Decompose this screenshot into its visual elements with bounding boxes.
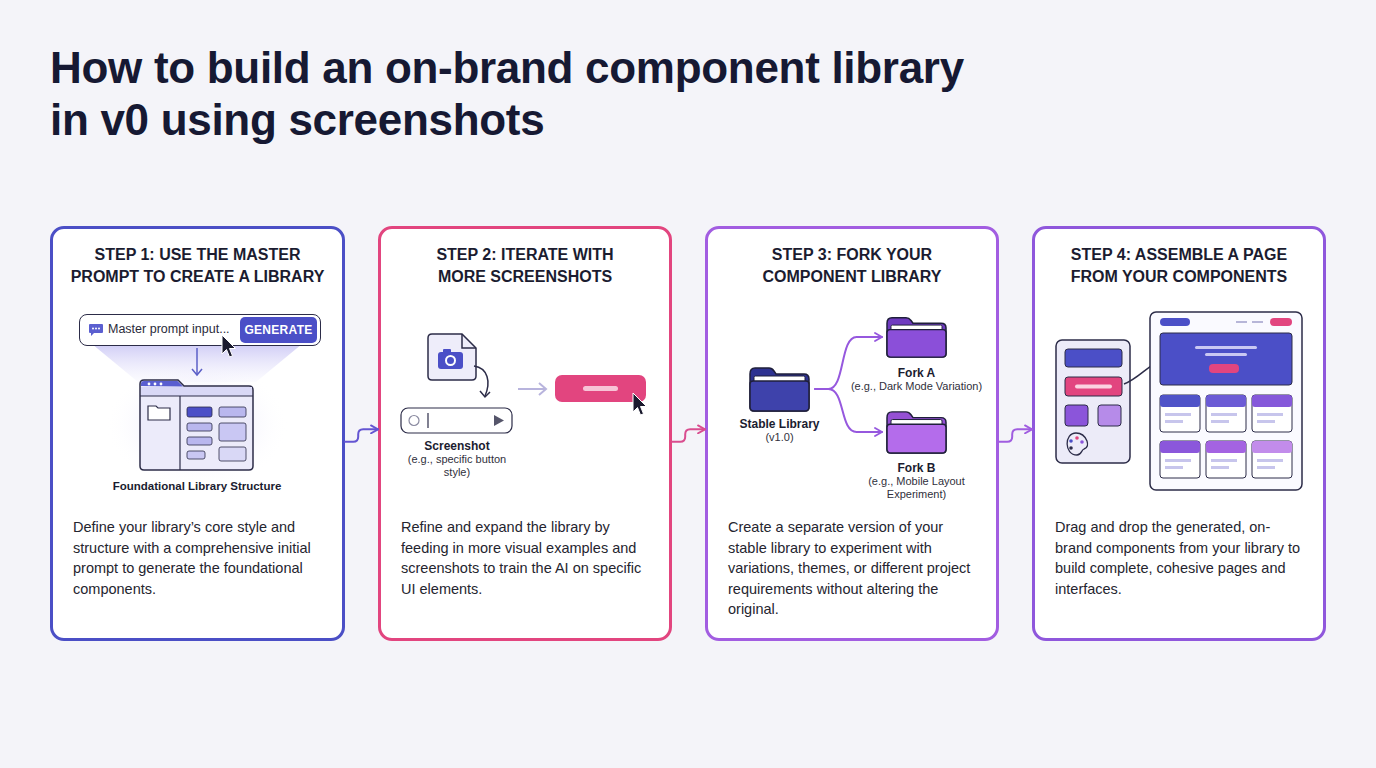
folder-icon [885, 409, 948, 455]
step-card: STEP 1: USE THE MASTER PROMPT TO CREATE … [50, 226, 345, 641]
generate-button: GENERATE [240, 317, 317, 343]
chat-dot [95, 327, 97, 329]
folder-name: Fork A [832, 366, 1002, 380]
folder-icon [885, 315, 948, 359]
folder-note: (e.g., Dark Mode Variation) [832, 380, 1002, 393]
diagram-title: How to build an on-brand component libra… [50, 42, 985, 146]
step-heading: STEP 4: ASSEMBLE A PAGE FROM YOUR COMPON… [1057, 244, 1302, 288]
step-description: Drag and drop the generated, on-brand co… [1055, 517, 1301, 599]
folder-back [887, 318, 946, 357]
chat-bubble [89, 324, 103, 336]
button-label: GENERATE [240, 317, 317, 343]
flow-connector [999, 429, 1032, 441]
folder-name: Stable Library [720, 417, 840, 431]
folder-caption: Stable Library(v1.0) [720, 417, 840, 444]
step-heading: STEP 2: ITERATE WITH MORE SCREENSHOTS [418, 244, 633, 288]
folder-node: Fork B(e.g., Mobile Layout Experiment) [885, 409, 948, 455]
folder-front [887, 424, 946, 453]
folder-note: (e.g., Mobile Layout Experiment) [852, 475, 982, 501]
step-card: STEP 4: ASSEMBLE A PAGE FROM YOUR COMPON… [1032, 226, 1326, 641]
caption-label: Screenshot [397, 439, 517, 453]
step-description: Refine and expand the library by feeding… [401, 517, 647, 599]
input-placeholder: Master prompt input... [108, 315, 230, 344]
folder-name: Fork B [852, 461, 982, 475]
flow-connector [345, 429, 378, 441]
chat-dot [92, 327, 94, 329]
chat-dot [98, 327, 100, 329]
caption-label: (e.g., specific button style) [402, 453, 512, 479]
folder-icon [748, 365, 811, 413]
step-card: STEP 2: ITERATE WITH MORE SCREENSHOTS Ref… [378, 226, 672, 641]
folder-back [750, 368, 809, 411]
folder-front [887, 330, 946, 358]
step-card: STEP 3: FORK YOUR COMPONENT LIBRARY Creat… [705, 226, 999, 641]
chat-icon [88, 323, 104, 337]
folder-node: Stable Library(v1.0) [748, 365, 811, 413]
folder-note: (v1.0) [720, 431, 840, 444]
step-description: Define your library’s core style and str… [73, 517, 319, 599]
caption-label: Foundational Library Structure [87, 479, 307, 493]
step-heading: STEP 3: FORK YOUR COMPONENT LIBRARY [737, 244, 967, 288]
folder-caption: Fork B(e.g., Mobile Layout Experiment) [852, 461, 982, 501]
prompt-input: Master prompt input... GENERATE [79, 314, 321, 346]
step-description: Create a separate version of your stable… [728, 517, 974, 620]
flow-connector [672, 429, 705, 441]
folder-node: Fork A(e.g., Dark Mode Variation) [885, 315, 948, 359]
folder-front [750, 381, 809, 411]
folder-caption: Fork A(e.g., Dark Mode Variation) [832, 366, 1002, 393]
folder-back [887, 412, 946, 453]
step-heading: STEP 1: USE THE MASTER PROMPT TO CREATE … [64, 244, 332, 288]
